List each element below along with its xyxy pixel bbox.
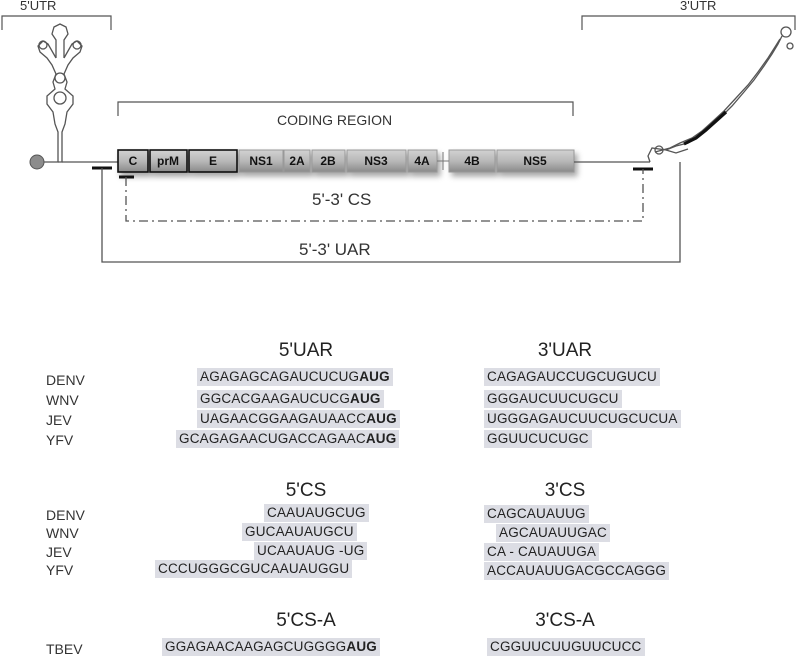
coding-region-bracket [117,101,574,116]
cs-interaction-line [125,169,644,222]
gene-box [188,149,238,173]
gene-label: 2B [320,154,336,168]
sequence-5prime: CAAUAUGCUG [264,504,369,522]
uar-label: 5'-3' UAR [299,240,371,259]
virus-name: YFV [46,432,74,448]
virus-name: TBEV [46,641,83,657]
sequence-5prime: AGAGAGCAGAUCUCUGAUG [197,368,393,386]
sequence-5prime: UAGAACGGAAGAUAACCAUG [197,410,400,428]
utr5-bracket [1,15,112,30]
virus-name: WNV [46,525,79,541]
gene-box [149,149,188,173]
gene-box [238,149,284,173]
gene-label: NS3 [364,154,388,168]
gene-box [346,149,407,173]
sequence-5prime: GGAGAACAAGAGCUGGGGAUG [162,638,380,656]
utr3-structure [647,26,794,163]
group-title-left: 5'CS-A [276,610,336,631]
utr3-bracket [581,15,796,30]
gene-box [311,149,346,173]
virus-name: YFV [46,562,74,578]
genome-drawing: C prM E NS1 2A 2B NS3 4A 4B NS5 [1,15,796,263]
gene-labels: C prM E NS1 2A 2B NS3 4A 4B NS5 [129,154,547,168]
genome-schematic: C prM E NS1 2A 2B NS3 4A 4B NS5 [0,0,800,320]
utr3-label: 3'UTR [680,0,717,13]
cap-circle [29,154,45,170]
group-title-right: 3'UAR [537,340,593,361]
gene-label: 2A [289,154,305,168]
gene-label: 4A [414,154,430,168]
sequence-3prime: CAGAGAUCCUGCUGUCU [484,368,660,386]
group-title-left: 5'UAR [278,340,334,361]
gene-label: NS5 [523,154,547,168]
utr5-stem-loop [37,23,83,163]
gene-label: E [209,154,217,168]
coding-region-label: CODING REGION [277,112,393,128]
group-title-right: 3'CS-A [535,610,595,631]
gene-label: NS1 [249,154,273,168]
sequence-3prime: AGCAUAUUGAC [496,524,610,542]
sequence-5prime: GGCACGAAGAUCUCGAUG [197,390,384,408]
sequence-3prime: CAGCAUAUUG [484,505,589,523]
utr3-bold-segment [683,110,728,146]
gene-box [117,149,149,173]
virus-name: JEV [46,544,72,560]
gene-box [496,149,575,173]
sequence-5prime: UCAAUAUG -UG [254,542,368,560]
gene-label: 4B [464,154,480,168]
virus-name: JEV [46,412,72,428]
group-title-left: 5'CS [285,480,327,501]
gene-label: prM [157,154,179,168]
uar-interaction-line [101,162,681,263]
gene-blocks [117,149,575,173]
gene-label: C [129,154,138,168]
group-title-right: 3'CS [544,480,586,501]
virus-name: DENV [46,507,85,523]
sequence-3prime: GGGAUCUUCUGCU [484,390,622,408]
sequence-5prime: GUCAAUAUGCU [242,523,357,541]
gene-box [283,149,311,173]
sequence-5prime: GCAGAGAACUGACCAGAACAUG [176,430,400,448]
utr5-label: 5'UTR [20,0,57,13]
sequence-3prime: GGUUCUCUGC [484,430,592,448]
virus-name: DENV [46,372,85,388]
sequence-3prime: UGGGAGAUCUUCUGCUCUA [484,410,681,428]
sequence-3prime: CGGUUCUUGUUCUCC [487,638,645,656]
virus-name: WNV [46,392,79,408]
sequence-3prime: ACCAUAUUGACGCCAGGG [484,562,670,580]
sequence-5prime: CCCUGGGCGUCAAUAUGGU [155,560,353,578]
cs-label: 5'-3' CS [312,190,372,209]
sequence-3prime: CA - CAUAUUGA [484,543,600,561]
